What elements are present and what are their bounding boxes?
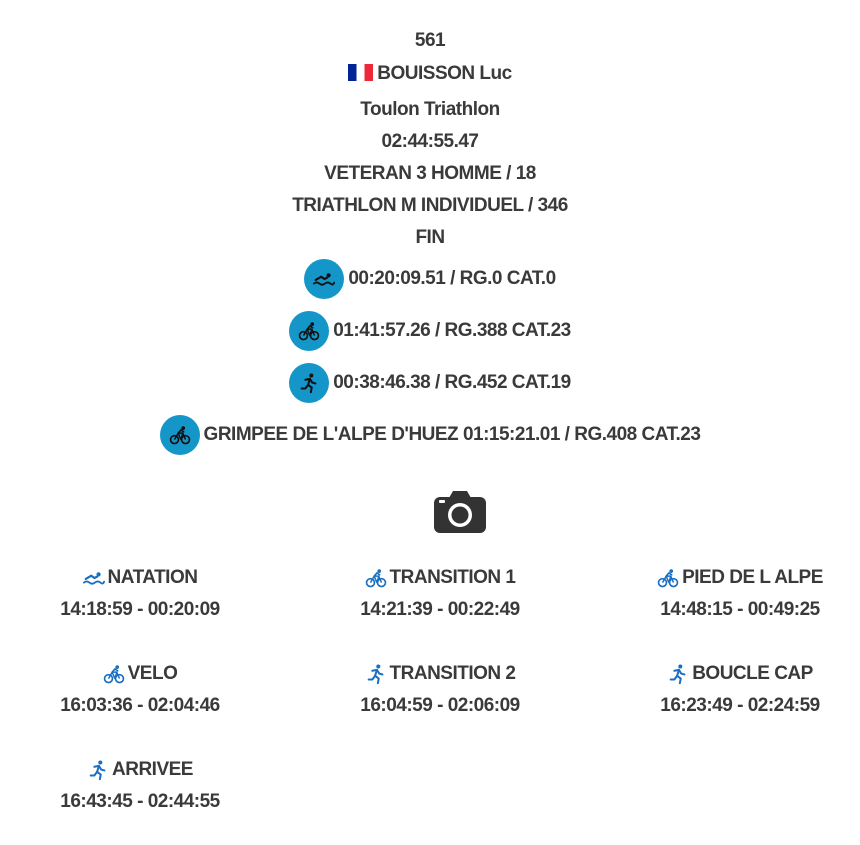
run-icon: [365, 663, 387, 685]
athlete-name-row: BOUISSON Luc: [0, 63, 860, 85]
bike-icon: [365, 567, 387, 589]
leg-row-climb: GRIMPEE DE L'ALPE D'HUEZ 01:15:21.01 / R…: [0, 415, 860, 455]
split-time: 16:03:36 - 02:04:46: [60, 695, 220, 716]
leg-text: 00:20:09.51 / RG.0 CAT.0: [348, 268, 556, 289]
split-time: 16:43:45 - 02:44:55: [60, 791, 220, 812]
split-name: TRANSITION 2: [389, 663, 516, 684]
camera-icon[interactable]: [433, 490, 487, 534]
leg-row-run: 00:38:46.38 / RG.452 CAT.19: [0, 363, 860, 403]
race-status: FIN: [415, 227, 445, 248]
split-time: 14:48:15 - 00:49:25: [660, 599, 820, 620]
split-transition-2: TRANSITION 2 16:04:59 - 02:06:09: [310, 661, 570, 717]
bike-icon: [657, 567, 679, 589]
swim-icon: [83, 567, 105, 589]
split-name: BOUCLE CAP: [692, 663, 813, 684]
split-name: ARRIVEE: [112, 759, 193, 780]
bike-icon: [103, 663, 125, 685]
leg-row-swim: 00:20:09.51 / RG.0 CAT.0: [0, 259, 860, 299]
split-name: TRANSITION 1: [389, 567, 516, 588]
leg-text: 00:38:46.38 / RG.452 CAT.19: [333, 372, 571, 393]
split-time: 14:21:39 - 00:22:49: [360, 599, 520, 620]
bike-icon: [159, 415, 200, 455]
athlete-name: BOUISSON Luc: [377, 63, 512, 84]
category-rank: VETERAN 3 HOMME / 18: [324, 163, 536, 184]
split-time: 16:23:49 - 02:24:59: [660, 695, 820, 716]
split-arrivee: ARRIVEE 16:43:45 - 02:44:55: [10, 757, 270, 813]
split-velo: VELO 16:03:36 - 02:04:46: [10, 661, 270, 717]
split-time: 14:18:59 - 00:20:09: [60, 599, 220, 620]
total-time: 02:44:55.47: [381, 131, 479, 152]
leg-row-bike: 01:41:57.26 / RG.388 CAT.23: [0, 311, 860, 351]
athlete-club: Toulon Triathlon: [360, 99, 500, 120]
race-rank: TRIATHLON M INDIVIDUEL / 346: [292, 195, 568, 216]
split-transition-1: TRANSITION 1 14:21:39 - 00:22:49: [310, 565, 570, 621]
run-icon: [667, 663, 689, 685]
split-pied-de-l-alpe: PIED DE L ALPE 14:48:15 - 00:49:25: [610, 565, 860, 621]
leg-text: 01:41:57.26 / RG.388 CAT.23: [333, 320, 571, 341]
leg-text: GRIMPEE DE L'ALPE D'HUEZ 01:15:21.01 / R…: [203, 424, 701, 445]
split-name: VELO: [127, 663, 178, 684]
run-icon: [289, 363, 330, 403]
bib-number: 561: [414, 30, 446, 51]
split-boucle-cap: BOUCLE CAP 16:23:49 - 02:24:59: [610, 661, 860, 717]
split-time: 16:04:59 - 02:06:09: [360, 695, 520, 716]
swim-icon: [304, 259, 345, 299]
split-name: PIED DE L ALPE: [682, 567, 823, 588]
split-name: NATATION: [107, 567, 198, 588]
france-flag-icon: [348, 64, 374, 81]
run-icon: [87, 759, 109, 781]
split-natation: NATATION 14:18:59 - 00:20:09: [10, 565, 270, 621]
bike-icon: [289, 311, 330, 351]
